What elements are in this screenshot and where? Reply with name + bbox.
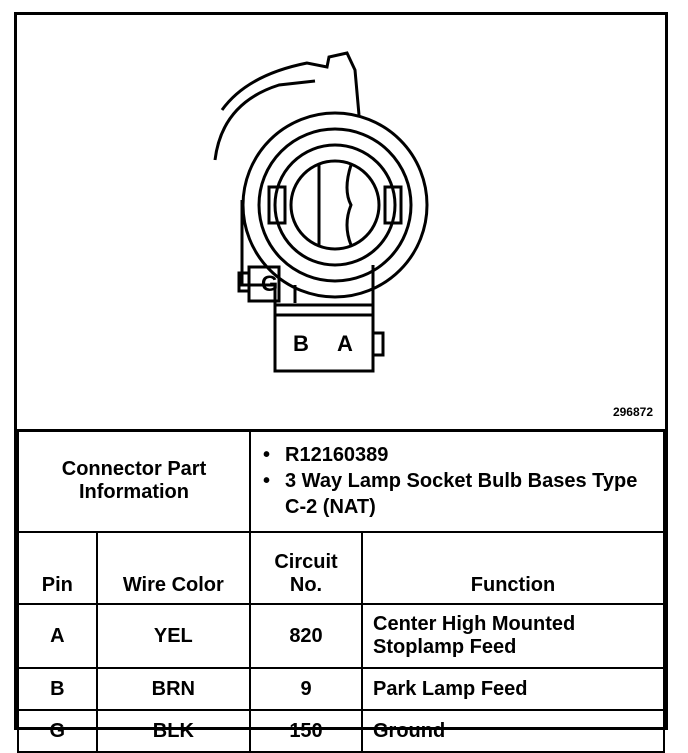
function-cell: Center High Mounted Stoplamp Feed bbox=[361, 603, 665, 669]
connector-info-items: R12160389 3 Way Lamp Socket Bulb Bases T… bbox=[249, 429, 665, 533]
bulb-contact bbox=[345, 164, 353, 246]
connector-table: Connector Part Information R12160389 3 W… bbox=[17, 429, 665, 753]
connector-info-row: Connector Part Information R12160389 3 W… bbox=[17, 429, 665, 533]
g-side-tab bbox=[237, 271, 249, 293]
header-circuit: Circuit No. bbox=[249, 531, 363, 605]
connector-diagram: G B A 296872 bbox=[17, 15, 665, 432]
lamp-socket-drawing bbox=[213, 51, 429, 373]
socket-mid-ring bbox=[257, 127, 413, 283]
pin-cell: A bbox=[17, 603, 98, 669]
latch-arm bbox=[220, 51, 361, 116]
circuit-cell: 9 bbox=[249, 667, 363, 711]
side-tab bbox=[373, 331, 385, 357]
table-row: B BRN 9 Park Lamp Feed bbox=[17, 667, 665, 711]
table-header-row: Pin Wire Color Circuit No. Function bbox=[17, 531, 665, 605]
circuit-cell: 820 bbox=[249, 603, 363, 669]
function-cell: Park Lamp Feed bbox=[361, 667, 665, 711]
connector-description: 3 Way Lamp Socket Bulb Bases Type C-2 (N… bbox=[263, 468, 653, 520]
pin-cell: B bbox=[17, 667, 98, 711]
key-notch-right bbox=[383, 185, 403, 225]
header-wire-color: Wire Color bbox=[95, 531, 252, 605]
wire-color-cell: YEL bbox=[95, 603, 252, 669]
table-row: A YEL 820 Center High Mounted Stoplamp F… bbox=[17, 603, 665, 669]
header-pin: Pin bbox=[17, 531, 98, 605]
pin-label-b: B bbox=[293, 331, 309, 356]
key-notch-left bbox=[267, 185, 287, 225]
connector-part-number: R12160389 bbox=[263, 442, 653, 468]
figure-id: 296872 bbox=[612, 405, 653, 419]
bulb-opening bbox=[289, 159, 381, 251]
connector-info-frame: G B A 296872 Connector Part Information … bbox=[14, 12, 668, 753]
socket-outer-ring bbox=[241, 111, 429, 299]
pin-label-g: G bbox=[261, 271, 279, 296]
wire-color-cell: BRN bbox=[95, 667, 252, 711]
socket-inner-ring bbox=[273, 143, 397, 267]
connector-info-label: Connector Part Information bbox=[17, 429, 251, 533]
latch-arm-inner bbox=[213, 79, 316, 161]
header-function: Function bbox=[361, 531, 665, 605]
terminal-housing bbox=[273, 303, 375, 373]
pin-label-a: A bbox=[337, 331, 353, 356]
g-terminal-box bbox=[247, 265, 281, 303]
